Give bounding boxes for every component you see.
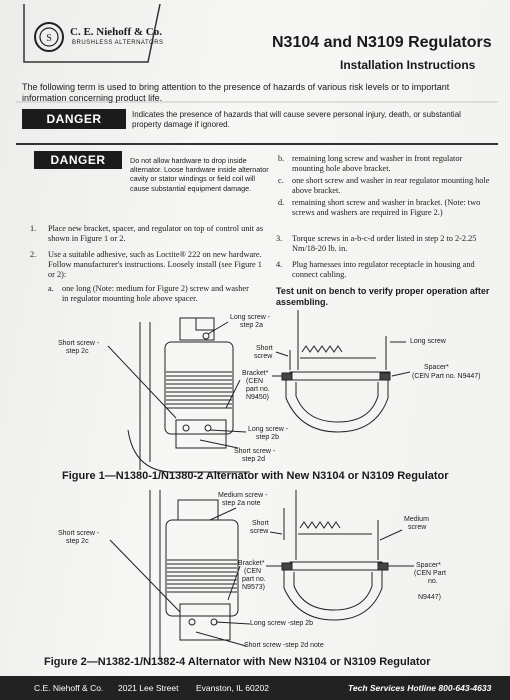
figure-2-caption: Figure 2—N1382-1/N1382-4 Alternator with… (44, 656, 431, 668)
label-screw: screw (250, 528, 269, 535)
label-spacer: Spacer* (424, 364, 449, 371)
label-step-2c: step 2c (66, 538, 89, 545)
label-screw: screw (254, 353, 273, 360)
brand-name: C. E. Niehoff & Co. (70, 26, 162, 38)
label-short-screw-2c: Short screw - (58, 530, 100, 537)
label-spacer-number: N9447) (418, 594, 441, 601)
label-step-2b: step 2b (256, 434, 279, 441)
step-2c: one short screw and washer in rear regul… (292, 176, 490, 195)
danger-badge-warning: DANGER (34, 151, 122, 169)
step-number: 3. (276, 234, 283, 243)
label-short-screw-2d: Short screw - (234, 448, 276, 455)
label-long-screw-2b: Long screw - (248, 426, 289, 433)
step-3: Torque screws in a-b-c-d order listed in… (292, 234, 477, 253)
document-title: N3104 and N3109 Regulators (272, 34, 492, 51)
label-short: Short (252, 520, 269, 527)
footer-city: Evanston, IL 60202 (196, 683, 269, 693)
test-note: Test unit on bench to verify proper oper… (276, 286, 490, 307)
company-logo-icon: S (34, 22, 64, 52)
step-letter: c. (278, 176, 284, 185)
label-short-screw-2d: Short screw -step 2d note (244, 642, 324, 649)
label-spacer: Spacer* (416, 562, 441, 569)
divider (16, 143, 498, 145)
label-bracket-number: N9450) (246, 394, 269, 401)
label-long-screw-2b: Long screw -step 2b (250, 620, 314, 627)
label-medium: Medium (404, 516, 429, 523)
label-spacer-no: no. (428, 578, 438, 585)
footer-hotline: Tech Services Hotline 800-643-4633 (348, 683, 492, 693)
label-spacer-cen: (CEN Part (414, 570, 446, 577)
brand-subtitle: BRUSHLESS ALTERNATORS (72, 40, 164, 46)
label-bracket-cen: (CEN (244, 568, 262, 575)
step-letter: a. (48, 284, 54, 293)
label-step-2a: step 2a (240, 322, 263, 329)
step-2: Use a suitable adhesive, such as Loctite… (48, 250, 262, 279)
step-2d: remaining short screw and washer in brac… (292, 198, 481, 217)
svg-text:S: S (46, 33, 52, 44)
danger-badge: DANGER (22, 109, 126, 129)
label-step-2a-note: step 2a note (222, 500, 261, 507)
figure-1-caption: Figure 1—N1380-1/N1380-2 Alternator with… (62, 470, 449, 482)
document-subtitle: Installation Instructions (340, 58, 476, 72)
step-letter: d. (278, 198, 285, 207)
label-step-2d: step 2d (242, 456, 265, 463)
footer-street: 2021 Lee Street (118, 683, 179, 693)
step-letter: b. (278, 154, 285, 163)
label-long-screw-2a: Long screw - (230, 314, 271, 321)
label-bracket: Bracket* (242, 370, 269, 377)
label-step-2c: step 2c (66, 348, 89, 355)
step-2a: one long (Note: medium for Figure 2) scr… (62, 284, 249, 303)
label-bracket-number: N9573) (242, 584, 265, 591)
step-number: 2. (30, 250, 37, 259)
step-2b: remaining long screw and washer in front… (292, 154, 463, 173)
label-medium-screw: screw (408, 524, 427, 531)
step-4: Plug harnesses into regulator receptacle… (292, 260, 475, 279)
label-short-screw-2c: Short screw - (58, 340, 100, 347)
label-short: Short (256, 345, 273, 352)
danger-definition: Indicates the presence of hazards that w… (132, 110, 461, 129)
intro-text: The following term is used to bring atte… (22, 82, 450, 103)
step-1: Place new bracket, spacer, and regulator… (48, 224, 264, 243)
label-bracket-cen: (CEN (246, 378, 264, 385)
step-number: 1. (30, 224, 37, 233)
danger-warning-text: Do not allow hardware to drop inside alt… (130, 156, 269, 193)
footer: C.E. Niehoff & Co. 2021 Lee Street Evans… (0, 676, 510, 700)
step-number: 4. (276, 260, 283, 269)
label-medium-screw-2a: Medium screw - (218, 492, 268, 499)
label-bracket: Bracket* (238, 560, 265, 567)
footer-company: C.E. Niehoff & Co. (34, 683, 104, 693)
label-bracket-part: part no. (246, 386, 270, 393)
label-bracket-part: part no. (242, 576, 266, 583)
label-long-screw: Long screw (410, 338, 446, 345)
label-spacer-part: (CEN Part no. N9447) (412, 373, 481, 380)
